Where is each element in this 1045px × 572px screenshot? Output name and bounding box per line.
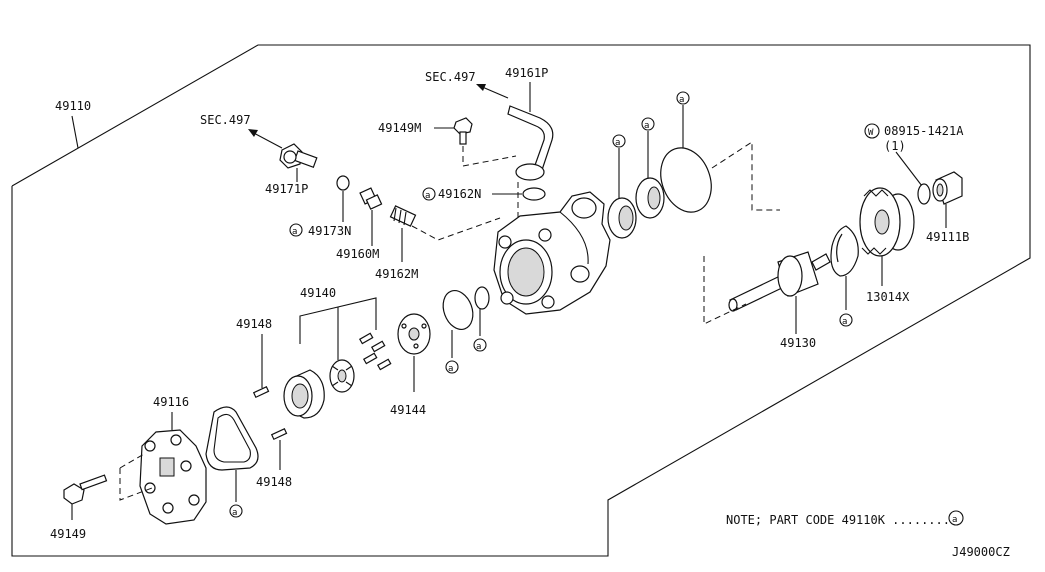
tube-49161p-icon: [507, 105, 554, 171]
label-49111b: 49111B: [926, 230, 969, 244]
marker-a-side-2: a: [473, 338, 487, 352]
side-plate-49144-icon: [397, 313, 431, 355]
arrow-head-sec-top: [476, 84, 486, 91]
note-part-code: NOTE; PART CODE 49110K ........: [726, 513, 950, 527]
arrow-sec-top: [479, 85, 509, 99]
dash-49149m: [462, 146, 517, 167]
label-49149: 49149: [50, 527, 86, 541]
bolt-49149m-icon: [453, 117, 473, 145]
marker-a-side-1: a: [445, 360, 459, 374]
snap-ring-icon: [830, 225, 859, 277]
label-49144: 49144: [390, 403, 426, 417]
o-ring-side-2-icon: [474, 286, 490, 310]
washer-08915-icon: [917, 183, 931, 205]
o-ring-49173n-icon: [336, 175, 350, 191]
label-49130: 49130: [780, 336, 816, 350]
svg-text:a: a: [842, 317, 847, 327]
arrow-sec-left: [251, 131, 283, 149]
label-49148-top: 49148: [236, 317, 272, 331]
marker-a-49162n: a: [422, 187, 436, 201]
marker-w-08915: W: [864, 123, 880, 139]
diagram-frame: [11, 44, 1031, 557]
seal-ring-2-icon: [635, 177, 665, 219]
label-49171p: 49171P: [265, 182, 308, 196]
dash-49162m-to-body: [411, 217, 501, 241]
bolt-49171p-icon: [279, 143, 318, 169]
svg-text:a: a: [615, 138, 620, 148]
bolt-49149-icon: [63, 474, 108, 505]
rear-cover-49116-icon: [139, 429, 207, 525]
leader-08915: [895, 151, 923, 187]
svg-text:a: a: [448, 364, 453, 374]
marker-a-49173n: a: [289, 223, 303, 237]
leader-49110: [71, 115, 79, 149]
label-sec-497-left: SEC.497: [200, 113, 251, 127]
valve-49162m-icon: [389, 205, 417, 227]
marker-a-top-1: a: [612, 134, 626, 148]
dash-rear-cover-2: [119, 453, 145, 469]
gasket-inner-icon: [213, 413, 251, 463]
arrow-head-sec-left: [248, 129, 258, 137]
shaft-49130-icon: [728, 251, 831, 312]
dash-rear-cover: [119, 468, 153, 501]
svg-text:a: a: [292, 227, 297, 237]
drawing-code: J49000CZ: [952, 545, 1010, 559]
svg-text:a: a: [679, 95, 684, 105]
dash-shaft-lower: [703, 256, 747, 325]
seal-ring-1-icon: [607, 197, 637, 239]
label-49110: 49110: [55, 99, 91, 113]
o-ring-large-icon: [660, 147, 712, 213]
label-49162m: 49162M: [375, 267, 418, 281]
o-ring-side-1-icon: [442, 290, 474, 330]
marker-a-snap: a: [839, 313, 853, 327]
label-49148-bottom: 49148: [256, 475, 292, 489]
marker-a-top-2: a: [641, 117, 655, 131]
cam-ring-icon: [283, 369, 325, 419]
gear-13014x-icon: [859, 187, 915, 257]
label-49160m: 49160M: [336, 247, 379, 261]
gasket-icon: [205, 406, 259, 471]
label-sec-497-top: SEC.497: [425, 70, 476, 84]
svg-text:a: a: [476, 342, 481, 352]
label-49173n: 49173N: [308, 224, 351, 238]
marker-a-note: a: [948, 510, 964, 526]
label-49116: 49116: [153, 395, 189, 409]
fitting-49160m-icon: [359, 187, 383, 210]
label-08915-qty: (1): [884, 139, 906, 153]
marker-a-gasket: a: [229, 504, 243, 518]
pump-body-icon: [493, 191, 611, 315]
label-49149m: 49149M: [378, 121, 421, 135]
label-49162n: 49162N: [438, 187, 481, 201]
rotor-icon: [329, 359, 355, 393]
nut-49111b-icon: [932, 171, 963, 205]
svg-text:a: a: [232, 508, 237, 518]
svg-text:a: a: [644, 121, 649, 131]
vanes-icon: [358, 332, 392, 371]
o-ring-49162n-icon: [522, 187, 546, 201]
label-08915-1421a: 08915-1421A: [884, 124, 964, 138]
label-49140: 49140: [300, 286, 336, 300]
svg-text:a: a: [425, 191, 430, 201]
svg-text:W: W: [868, 128, 874, 138]
pin-49148-bottom-icon: [270, 428, 288, 441]
dash-shaft-box: [711, 141, 780, 211]
svg-text:a: a: [952, 515, 957, 525]
tube-flange-icon: [515, 163, 545, 181]
marker-a-top-3: a: [676, 91, 690, 105]
pin-49148-top-icon: [252, 386, 270, 399]
label-49161p: 49161P: [505, 66, 548, 80]
label-13014x: 13014X: [866, 290, 910, 304]
